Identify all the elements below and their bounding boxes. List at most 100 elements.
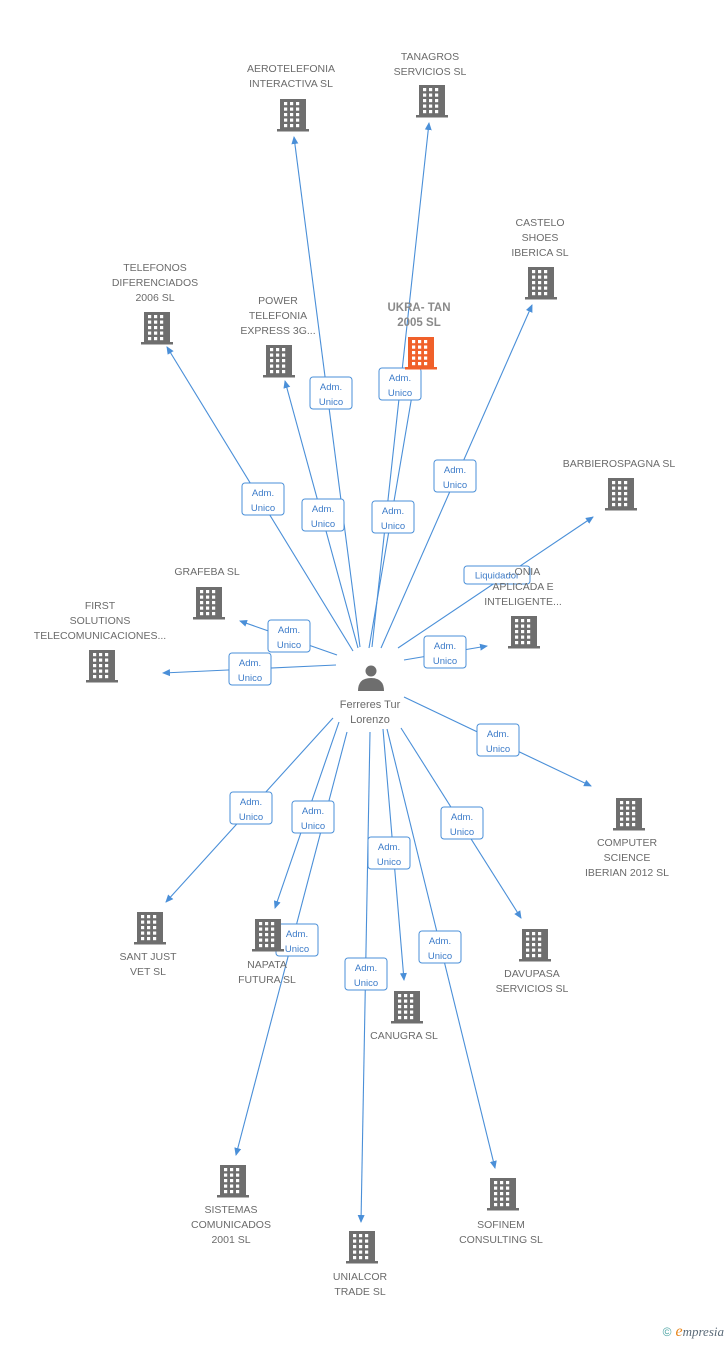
edge-label-box	[423, 635, 467, 669]
company-label-line: COMUNICADOS	[191, 1219, 271, 1231]
building-icon	[605, 478, 637, 511]
company-node-first[interactable]: FIRSTSOLUTIONSTELECOMUNICACIONES...	[34, 600, 166, 683]
edge-label-box	[229, 791, 273, 825]
edge-label-box	[378, 367, 422, 401]
edge-label-text: Adm.	[239, 658, 261, 669]
company-node-canugra[interactable]: CANUGRA SL	[370, 991, 438, 1042]
edge-label-text: Adm.	[240, 797, 262, 808]
company-label-line: TELEFONIA	[249, 310, 307, 322]
building-icon	[525, 267, 557, 300]
edge-label-tanagros[interactable]: Adm.Unico	[378, 367, 422, 401]
building-icon	[405, 337, 437, 370]
edge-label-text: Adm.	[487, 729, 509, 740]
empresia-logo[interactable]: ©empresia	[663, 1323, 724, 1341]
edge-label-text: Adm.	[444, 465, 466, 476]
company-label-line: TANAGROS	[401, 51, 459, 63]
edge-label-text: Adm.	[389, 373, 411, 384]
company-node-napata[interactable]: NAPATA FUTURA SL	[238, 919, 296, 986]
building-icon	[263, 345, 295, 378]
company-label-line: BARBIEROSPAGNA SL	[563, 458, 676, 470]
company-node-grafeba[interactable]: GRAFEBA SL	[174, 566, 240, 620]
company-label-line: SANT JUST	[120, 951, 178, 963]
company-label-line: UNIALCOR	[333, 1271, 388, 1283]
edge-label-box	[309, 376, 353, 410]
edge-label-unialcor[interactable]: Adm. Unico	[344, 957, 388, 991]
edge-label-napata[interactable]: Adm.Unico	[291, 800, 335, 834]
edge-label-text: Unico	[238, 673, 262, 684]
company-label-line: EXPRESS 3G...	[240, 325, 315, 337]
edge-label-castelo[interactable]: Adm.Unico	[433, 459, 477, 493]
edge-label-sistemas[interactable]: Adm.Unico	[275, 923, 319, 957]
edge-label-text: Unico	[319, 397, 343, 408]
company-label-line: 2005 SL	[397, 317, 440, 329]
company-label-line: DAVUPASA	[504, 968, 560, 980]
edge-label-text: Unico	[428, 951, 452, 962]
brand-name: mpresia	[682, 1324, 724, 1339]
edge-label-box	[301, 498, 345, 532]
company-label-line: SHOES	[522, 232, 559, 244]
edge-label-sofinem[interactable]: Adm. Unico	[418, 930, 462, 964]
company-label-line: IBERICA SL	[511, 247, 568, 259]
edge-label-davupasa[interactable]: Adm.Unico	[440, 806, 484, 840]
company-label-line: 2006 SL	[135, 292, 174, 304]
company-label-line: TELEFONOS	[123, 262, 187, 274]
edge-label-text: Unico	[354, 978, 378, 989]
edge-label-text: Unico	[433, 656, 457, 667]
company-label-line: FUTURA SL	[238, 974, 296, 986]
edge-label-power[interactable]: Adm.Unico	[301, 498, 345, 532]
building-icon	[193, 587, 225, 620]
edge-label-telefonos[interactable]: Adm.Unico	[241, 482, 285, 516]
edge-label-text: Unico	[251, 503, 275, 514]
company-label-line: TELECOMUNICACIONES...	[34, 630, 166, 642]
company-label-line: UKRA- TAN	[387, 302, 450, 314]
edge-label-box	[228, 652, 272, 686]
edge-label-canugra[interactable]: Adm.Unico	[367, 836, 411, 870]
edge-label-text: Unico	[377, 857, 401, 868]
edge-label-text: Adm.	[429, 936, 451, 947]
company-label-line: SISTEMAS	[204, 1204, 257, 1216]
company-label-line: NAPATA	[247, 959, 287, 971]
edge-label-telefonia[interactable]: Adm.Unico	[423, 635, 467, 669]
edge-label-text: Adm.	[355, 963, 377, 974]
edge-label-box	[367, 836, 411, 870]
edge-label-aerotelefonia[interactable]: Adm.Unico	[309, 376, 353, 410]
edge-label-santjust[interactable]: Adm.Unico	[229, 791, 273, 825]
edge-label-box	[440, 806, 484, 840]
copyright-symbol: ©	[662, 1325, 672, 1339]
edge-label-text: Unico	[301, 821, 325, 832]
edge-label-ukratan[interactable]: Adm.Unico	[371, 500, 415, 534]
building-icon	[141, 312, 173, 345]
company-node-ukratan[interactable]: UKRA- TAN 2005 SL	[387, 302, 451, 370]
company-label-line: ...ONIA	[506, 566, 540, 578]
edge-label-grafeba[interactable]: Adm.Unico	[267, 619, 311, 653]
edge-label-box	[267, 619, 311, 653]
company-label-line: AEROTELEFONIA	[247, 63, 335, 75]
company-label-line: GRAFEBA SL	[174, 566, 240, 578]
edge-label-box	[418, 930, 462, 964]
edge-label-computer[interactable]: Adm.Unico	[476, 723, 520, 757]
edge-label-barbierospagna[interactable]: Liquidador	[463, 565, 531, 585]
edge-label-box	[476, 723, 520, 757]
company-label-line: IBERIAN 2012 SL	[585, 867, 669, 879]
edge-label-first[interactable]: Adm. Unico	[228, 652, 272, 686]
building-icon	[346, 1231, 378, 1264]
company-node-barbierospagna[interactable]: BARBIEROSPAGNA SL	[563, 458, 676, 511]
edge-label-box	[463, 565, 531, 585]
building-icon	[416, 85, 448, 118]
edge-label-box	[433, 459, 477, 493]
company-label-line: CONSULTING SL	[459, 1234, 543, 1246]
